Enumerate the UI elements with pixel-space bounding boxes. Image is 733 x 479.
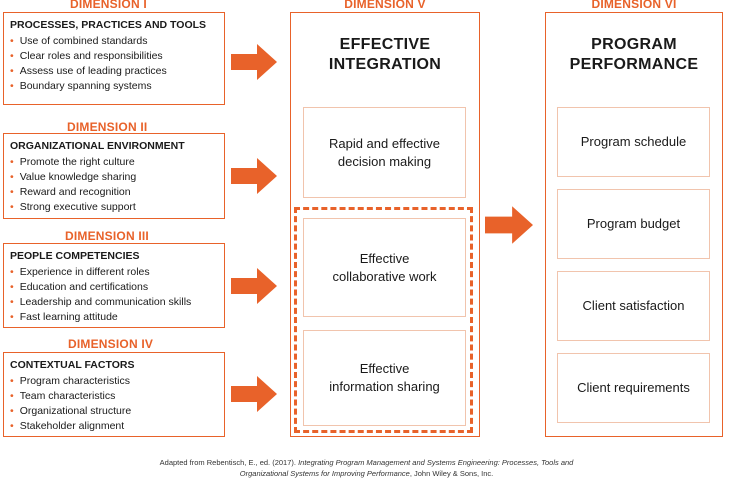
dimension-i-box: PROCESSES, PRACTICES AND TOOLS Use of co… (3, 12, 225, 105)
information-sharing-box: Effective information sharing (303, 330, 466, 426)
collaborative-work-box: Effective collaborative work (303, 218, 466, 317)
list-item: Organizational structure (10, 404, 218, 419)
caption-suffix: , John Wiley & Sons, Inc. (409, 469, 494, 478)
client-requirements-box: Client requirements (557, 353, 710, 423)
dimension-vi-title-line2: PERFORMANCE (569, 56, 699, 73)
caption-book-title-1: Integrating Program Management and Syste… (298, 458, 574, 467)
dimension-ii-box: ORGANIZATIONAL ENVIRONMENT Promote the r… (3, 133, 225, 219)
arrow-right-icon (231, 268, 277, 304)
list-item: Boundary spanning systems (10, 79, 218, 94)
list-item: Value knowledge sharing (10, 170, 218, 185)
caption-book-title-2: Organizational Systems for Improving Per… (239, 469, 410, 478)
list-item: Education and certifications (10, 280, 218, 295)
list-item: Use of combined standards (10, 34, 218, 49)
arrow-right-icon (231, 376, 277, 412)
list-item: Assess use of leading practices (10, 64, 218, 79)
dimension-vi-title-line1: PROGRAM (591, 36, 677, 53)
list-item: Experience in different roles (10, 265, 218, 280)
dimension-iv-box: CONTEXTUAL FACTORS Program characteristi… (3, 352, 225, 437)
dimension-iv-title: CONTEXTUAL FACTORS (10, 359, 135, 371)
dimension-v-title-line2: INTEGRATION (328, 56, 442, 73)
program-schedule-box: Program schedule (557, 107, 710, 177)
dimension-iii-label: DIMENSION III (65, 229, 149, 243)
list-item: Stakeholder alignment (10, 419, 218, 434)
dimension-v-title: EFFECTIVE INTEGRATION (290, 35, 480, 75)
list-item: Team characteristics (10, 389, 218, 404)
dashed-highlight (294, 207, 473, 433)
list-item: Strong executive support (10, 200, 218, 215)
dimension-i-label: DIMENSION I (70, 0, 147, 11)
program-budget-box: Program budget (557, 189, 710, 259)
dimension-iii-title: PEOPLE COMPETENCIES (10, 250, 140, 262)
list-item: Fast learning attitude (10, 310, 218, 325)
list-item: Clear roles and responsibilities (10, 49, 218, 64)
dimension-iv-label: DIMENSION IV (68, 337, 154, 351)
dimension-v-label: DIMENSION V (344, 0, 426, 11)
caption-prefix: Adapted from Rebentisch, E., ed. (2017). (159, 458, 299, 467)
dimension-ii-label: DIMENSION II (67, 120, 148, 134)
list-item: Reward and recognition (10, 185, 218, 200)
arrow-right-icon (485, 206, 533, 244)
dimension-iii-box: PEOPLE COMPETENCIES Experience in differ… (3, 243, 225, 328)
dimension-ii-title: ORGANIZATIONAL ENVIRONMENT (10, 140, 185, 152)
dimension-vi-label: DIMENSION VI (591, 0, 677, 11)
arrow-right-icon (231, 44, 277, 80)
dimension-vi-title: PROGRAM PERFORMANCE (545, 35, 723, 75)
decision-making-box: Rapid and effective decision making (303, 107, 466, 198)
client-satisfaction-box: Client satisfaction (557, 271, 710, 341)
arrow-right-icon (231, 158, 277, 194)
source-caption: Adapted from Rebentisch, E., ed. (2017).… (0, 457, 733, 479)
list-item: Leadership and communication skills (10, 295, 218, 310)
list-item: Program characteristics (10, 374, 218, 389)
list-item: Promote the right culture (10, 155, 218, 170)
dimension-v-title-line1: EFFECTIVE (339, 36, 431, 53)
dimension-i-title: PROCESSES, PRACTICES AND TOOLS (10, 19, 207, 31)
